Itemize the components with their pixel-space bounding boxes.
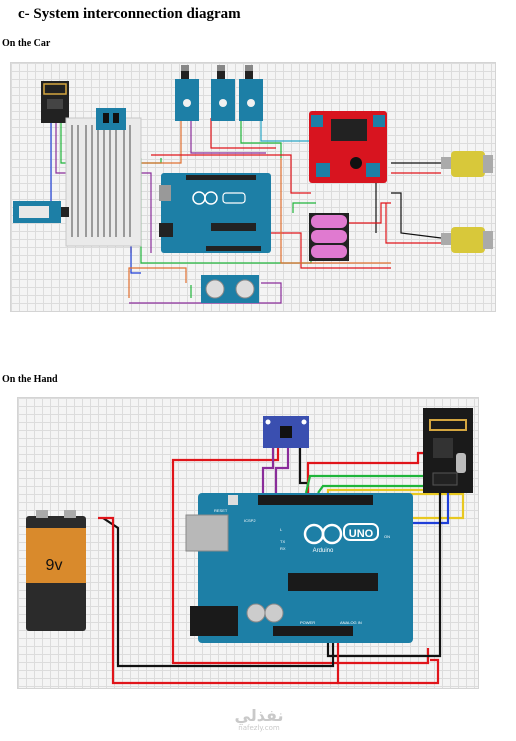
car-breadboard: [65, 117, 142, 247]
gyro-module: [263, 416, 309, 448]
board-analog-label: ANALOG IN: [340, 620, 362, 625]
hand-nrf-module: [423, 408, 473, 493]
battery-label: 9v: [46, 557, 63, 574]
board-logo: UNO: [349, 528, 374, 540]
car-nrf-module: [41, 81, 69, 123]
board-tx-label: TX: [280, 539, 285, 544]
car-shifter-module: [96, 108, 126, 130]
car-ultrasonic-sensor: [201, 275, 259, 303]
car-ir-sensor-1: [175, 65, 199, 121]
hand-arduino-board: UNO Arduino RESET ICSP2 L TX RX ON POWER…: [185, 493, 413, 643]
board-brand: Arduino: [313, 548, 334, 554]
battery-9v: 9v: [26, 510, 86, 631]
car-bluetooth-module: [13, 201, 69, 223]
car-arduino-board: [159, 173, 271, 253]
car-motor-1: [441, 151, 493, 177]
board-rx-label: RX: [280, 546, 286, 551]
board-power-label: POWER: [300, 620, 315, 625]
watermark: نفذلي nafezly.com: [224, 708, 294, 733]
car-ir-sensor-2: [211, 65, 235, 121]
board-reset-label: RESET: [214, 508, 228, 513]
board-l-label: L: [280, 527, 283, 532]
page-title: c- System interconnection diagram: [18, 6, 241, 22]
watermark-url: nafezly.com: [238, 724, 280, 732]
car-motor-driver: [309, 111, 387, 183]
car-battery-pack: [309, 213, 349, 261]
car-diagram: [10, 62, 496, 312]
car-ir-sensor-3: [239, 65, 263, 121]
board-on-label: ON: [384, 534, 390, 539]
watermark-arabic: نفذلي: [234, 706, 284, 725]
section-label-car: On the Car: [2, 38, 51, 49]
hand-diagram: 9v UNO Arduino RESET ICSP2 L TX RX: [17, 397, 479, 689]
board-icsp-label: ICSP2: [244, 518, 256, 523]
car-motor-2: [441, 227, 493, 253]
section-label-hand: On the Hand: [2, 374, 58, 385]
